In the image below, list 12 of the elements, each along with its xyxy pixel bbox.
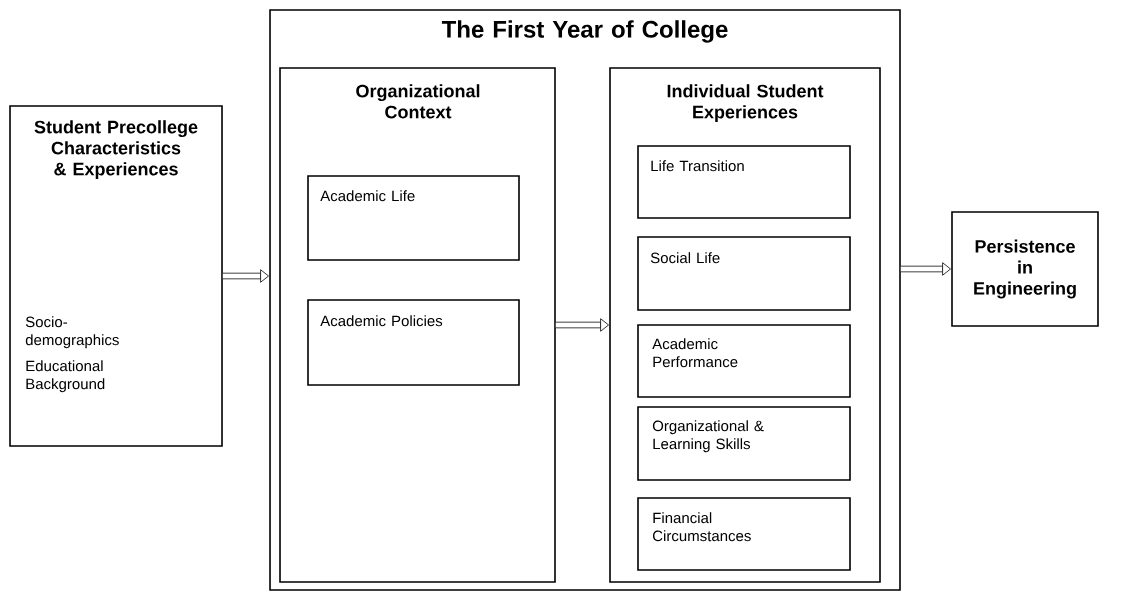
item-box: Organizational & Learning Skills xyxy=(637,406,851,481)
outcome-box: Persistence in Engineering xyxy=(951,211,1099,327)
arrow xyxy=(222,269,269,283)
item-box: Social Life xyxy=(637,236,851,311)
item-box: Academic Life xyxy=(307,175,520,261)
input-box: Student Precollege Characteristics & Experiences Socio-demographics Educational Background xyxy=(9,105,223,447)
item-box: Financial Circumstances xyxy=(637,497,851,571)
item-box: Academic Policies xyxy=(307,299,520,386)
item-box: Academic Performance xyxy=(637,324,851,398)
arrow xyxy=(555,318,609,332)
item-box: Life Transition xyxy=(637,145,851,219)
arrow xyxy=(900,262,951,276)
